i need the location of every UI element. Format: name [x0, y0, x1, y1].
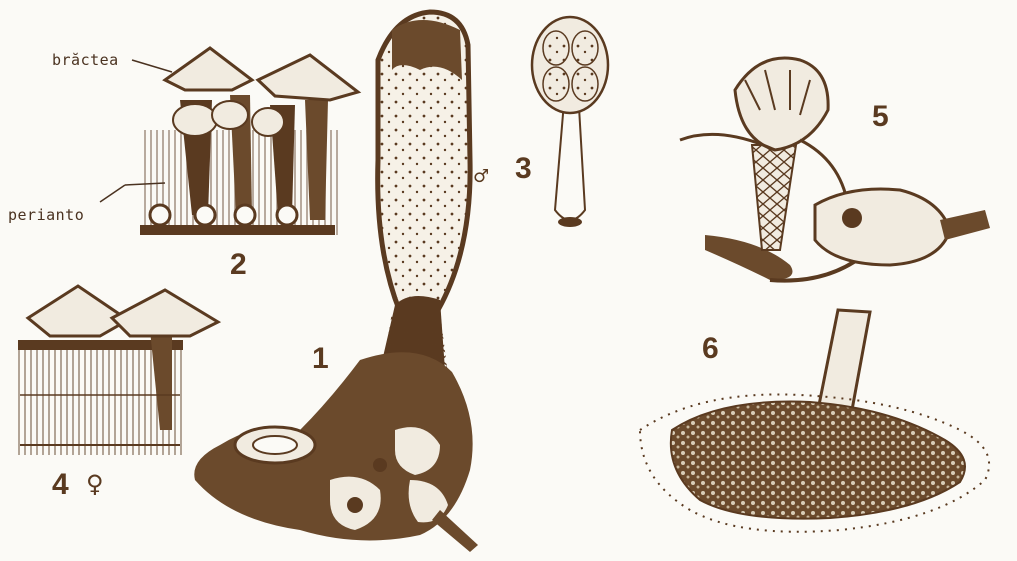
male-symbol: ♂: [473, 166, 489, 187]
female-symbol: ♀: [86, 470, 104, 498]
figure-4-female-section: [18, 286, 218, 455]
figure-number-3: 3: [515, 152, 532, 186]
bractea-label: brăctea: [52, 51, 119, 69]
figure-number-6: 6: [702, 332, 719, 366]
figure-number-5: 5: [872, 100, 889, 134]
figure-3-anther: [532, 17, 608, 227]
figure-2-flower-section: [100, 48, 358, 235]
figure-number-1: 1: [312, 342, 329, 376]
figure-5-flower-fruit: [680, 58, 990, 281]
perianto-label: perianto: [8, 206, 84, 224]
figure-number-4: 4: [52, 468, 69, 502]
figure-6-tuber: [640, 310, 989, 532]
figure-number-2: 2: [230, 248, 247, 282]
